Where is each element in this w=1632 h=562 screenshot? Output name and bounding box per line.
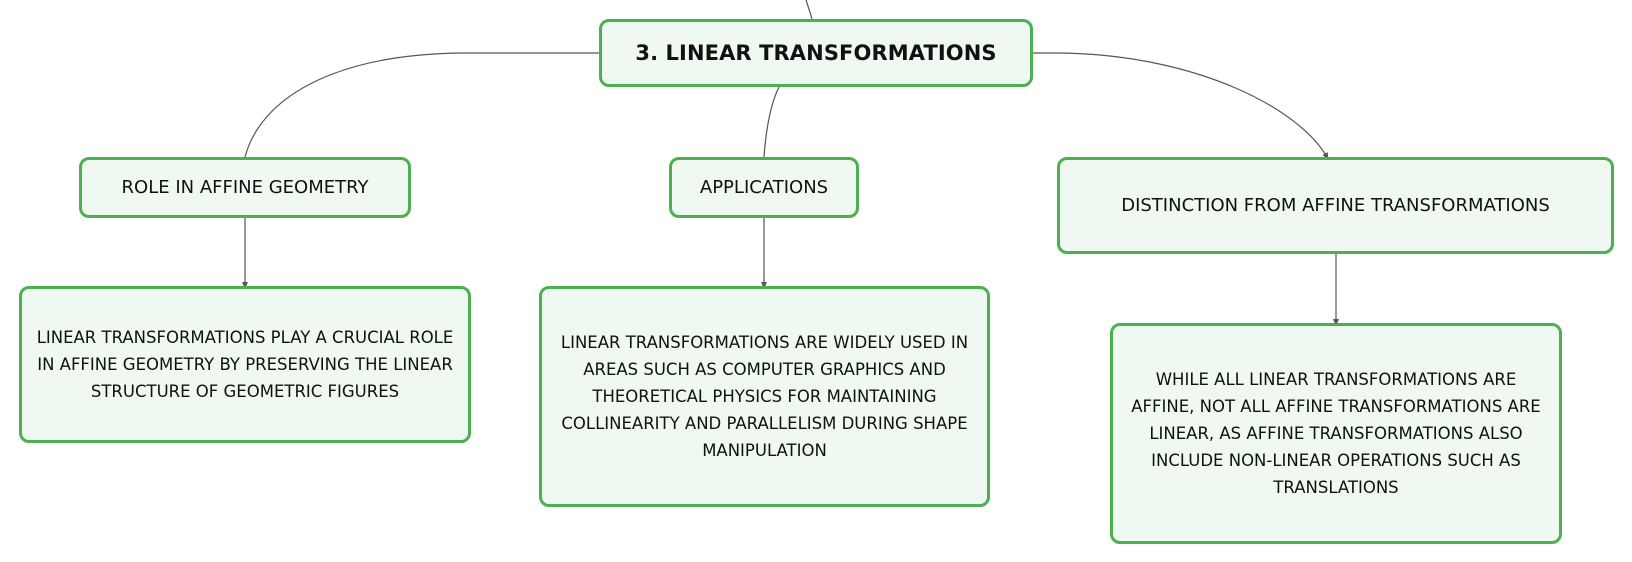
- connector-root-to-role: [244, 52, 599, 158]
- connector-root-to-applications: [763, 86, 780, 158]
- detail-node-text: WHILE ALL LINEAR TRANSFORMATIONS ARE AFF…: [1131, 370, 1541, 497]
- detail-node-role-in-affine-geometry[interactable]: LINEAR TRANSFORMATIONS PLAY A CRUCIAL RO…: [19, 286, 471, 443]
- branch-node-label: DISTINCTION FROM AFFINE TRANSFORMATIONS: [1121, 195, 1550, 216]
- detail-node-distinction[interactable]: WHILE ALL LINEAR TRANSFORMATIONS ARE AFF…: [1110, 323, 1562, 544]
- root-node[interactable]: 3. LINEAR TRANSFORMATIONS: [599, 19, 1033, 87]
- connector-parent-to-root: [805, 0, 813, 20]
- branch-node-label: APPLICATIONS: [699, 177, 829, 198]
- root-node-label: 3. LINEAR TRANSFORMATIONS: [635, 41, 997, 65]
- connector-root-to-distinction: [1033, 52, 1329, 160]
- branch-node-applications[interactable]: APPLICATIONS: [669, 157, 859, 218]
- branch-node-label: ROLE IN AFFINE GEOMETRY: [121, 177, 369, 198]
- branch-node-role-in-affine-geometry[interactable]: ROLE IN AFFINE GEOMETRY: [79, 157, 411, 218]
- detail-node-text: LINEAR TRANSFORMATIONS ARE WIDELY USED I…: [560, 333, 969, 460]
- detail-node-applications[interactable]: LINEAR TRANSFORMATIONS ARE WIDELY USED I…: [539, 286, 990, 507]
- branch-node-distinction[interactable]: DISTINCTION FROM AFFINE TRANSFORMATIONS: [1057, 157, 1614, 254]
- detail-node-text: LINEAR TRANSFORMATIONS PLAY A CRUCIAL RO…: [36, 328, 454, 401]
